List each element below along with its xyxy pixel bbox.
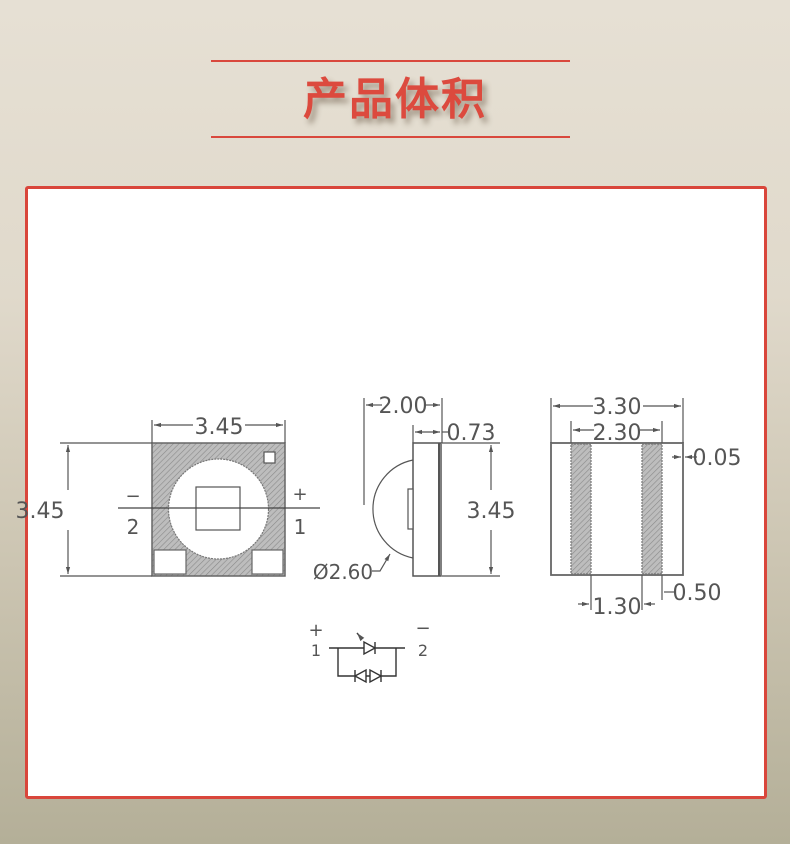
schematic-pin-2: 2 xyxy=(418,641,428,660)
side-depth-label: 2.00 xyxy=(379,394,428,419)
bottom-view xyxy=(550,398,697,610)
top-height-label: 3.45 xyxy=(16,499,65,524)
top-width-label: 3.45 xyxy=(195,415,244,440)
pad-width-label: 0.50 xyxy=(673,581,722,606)
lens-diameter-label: Ø2.60 xyxy=(313,560,373,584)
title-rule-top xyxy=(211,60,570,62)
schematic-minus: − xyxy=(415,618,430,639)
page-title: 产品体积 xyxy=(303,74,487,125)
side-height-label: 3.45 xyxy=(467,499,516,524)
pad-spacing-label: 1.30 xyxy=(593,595,642,620)
outer-width-label: 3.30 xyxy=(593,395,642,420)
gap-label: 0.05 xyxy=(693,446,742,471)
schematic-plus: + xyxy=(308,620,323,641)
tvs-diode-right-icon xyxy=(369,668,383,684)
side-die xyxy=(407,488,414,530)
led-diode-icon xyxy=(363,640,377,656)
pin-1-label: 1 xyxy=(294,515,307,539)
circuit-schematic xyxy=(329,632,405,684)
side-body xyxy=(412,442,442,577)
side-body-label: 0.73 xyxy=(447,421,496,446)
tvs-diode-left-icon xyxy=(353,668,367,684)
pin-2-label: 2 xyxy=(127,515,140,539)
minus-sign: − xyxy=(125,486,140,507)
plus-sign: + xyxy=(292,484,307,505)
polarity-mark xyxy=(263,451,276,464)
inner-width-label: 2.30 xyxy=(593,421,642,446)
light-emission-icon xyxy=(356,632,365,642)
top-view xyxy=(60,420,320,577)
pad-stripe-right xyxy=(641,443,663,575)
lens-dome xyxy=(372,459,414,559)
pad-right xyxy=(251,549,284,575)
title-rule-bottom xyxy=(211,136,570,138)
schematic-pin-1: 1 xyxy=(311,641,321,660)
pad-left xyxy=(153,549,187,575)
pad-stripe-left xyxy=(570,443,592,575)
side-view xyxy=(363,398,500,577)
